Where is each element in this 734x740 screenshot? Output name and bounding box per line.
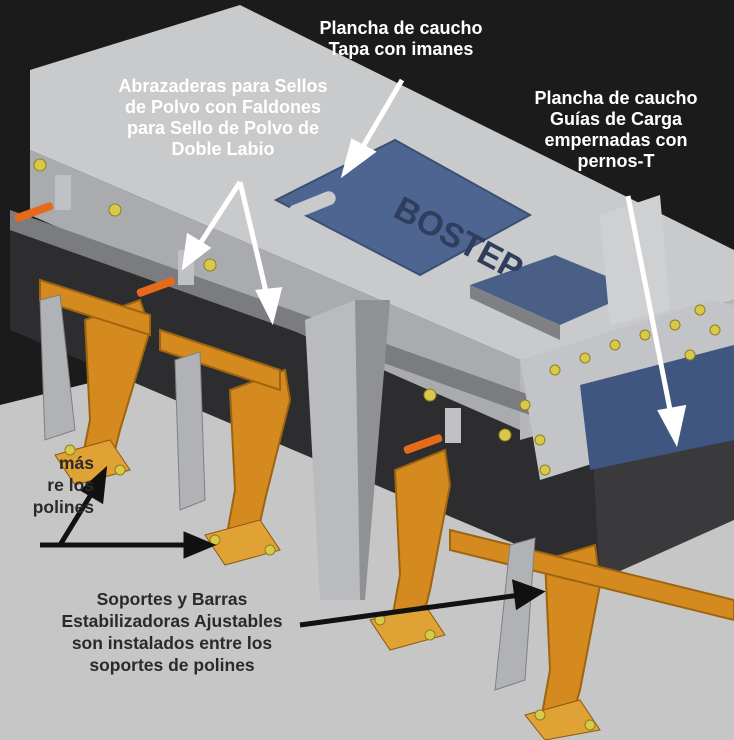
- label-line: empernadas con: [544, 130, 688, 150]
- side-rail: [10, 210, 600, 440]
- label-line: más: [58, 453, 94, 473]
- skirt-panel: [10, 215, 600, 580]
- label-mas-cerca: más re los polines: [0, 452, 94, 518]
- arrow-abraz-right: [237, 181, 271, 301]
- stabilizer-brackets: [39, 294, 536, 691]
- label-line: Tapa con imanes: [328, 39, 474, 59]
- label-line: Soportes y Barras: [96, 589, 248, 609]
- label-line: Estabilizadoras Ajustables: [61, 611, 283, 631]
- chute-opening-rim: [470, 285, 560, 340]
- vertical-post-side: [355, 300, 390, 600]
- label-line: Plancha de caucho: [534, 88, 698, 108]
- clamps: [14, 175, 461, 454]
- label-line: para Sello de Polvo de: [126, 118, 320, 138]
- label-abrazaderas: Abrazaderas para Sellos de Polvo con Fal…: [88, 76, 358, 160]
- arrow-abraz-left: [193, 180, 243, 252]
- label-line: de Polvo con Faldones: [124, 97, 322, 117]
- arrow-guias: [625, 195, 675, 421]
- plate-handle-slot: [288, 191, 336, 219]
- label-line: Doble Labio: [171, 139, 275, 159]
- blue-guide-plate: [580, 345, 734, 470]
- arrow-tapa: [355, 78, 405, 157]
- white-arrows: [181, 78, 687, 448]
- label-line: re los: [47, 475, 94, 495]
- label-soportes-barras: Soportes y Barras Estabilizadoras Ajusta…: [22, 588, 322, 676]
- end-frame: [600, 195, 670, 325]
- label-line: soportes de polines: [89, 655, 255, 675]
- label-line: Abrazaderas para Sellos: [118, 76, 328, 96]
- label-line: pernos-T: [577, 151, 655, 171]
- arrow-soportes: [299, 592, 521, 628]
- idler-roll: [159, 328, 281, 392]
- label-line: Guías de Carga: [549, 109, 683, 129]
- label-line: Plancha de caucho: [319, 18, 483, 38]
- idler-roll: [39, 278, 151, 337]
- label-guias-carga: Plancha de caucho Guías de Carga emperna…: [496, 88, 734, 172]
- bolts: [33, 158, 721, 731]
- chute-opening: [470, 255, 640, 325]
- label-tapa-imanes: Plancha de caucho Tapa con imanes: [278, 18, 524, 60]
- dark-arrows: [40, 465, 546, 628]
- label-line: polines: [32, 497, 94, 517]
- label-line: son instalados entre los: [71, 633, 273, 653]
